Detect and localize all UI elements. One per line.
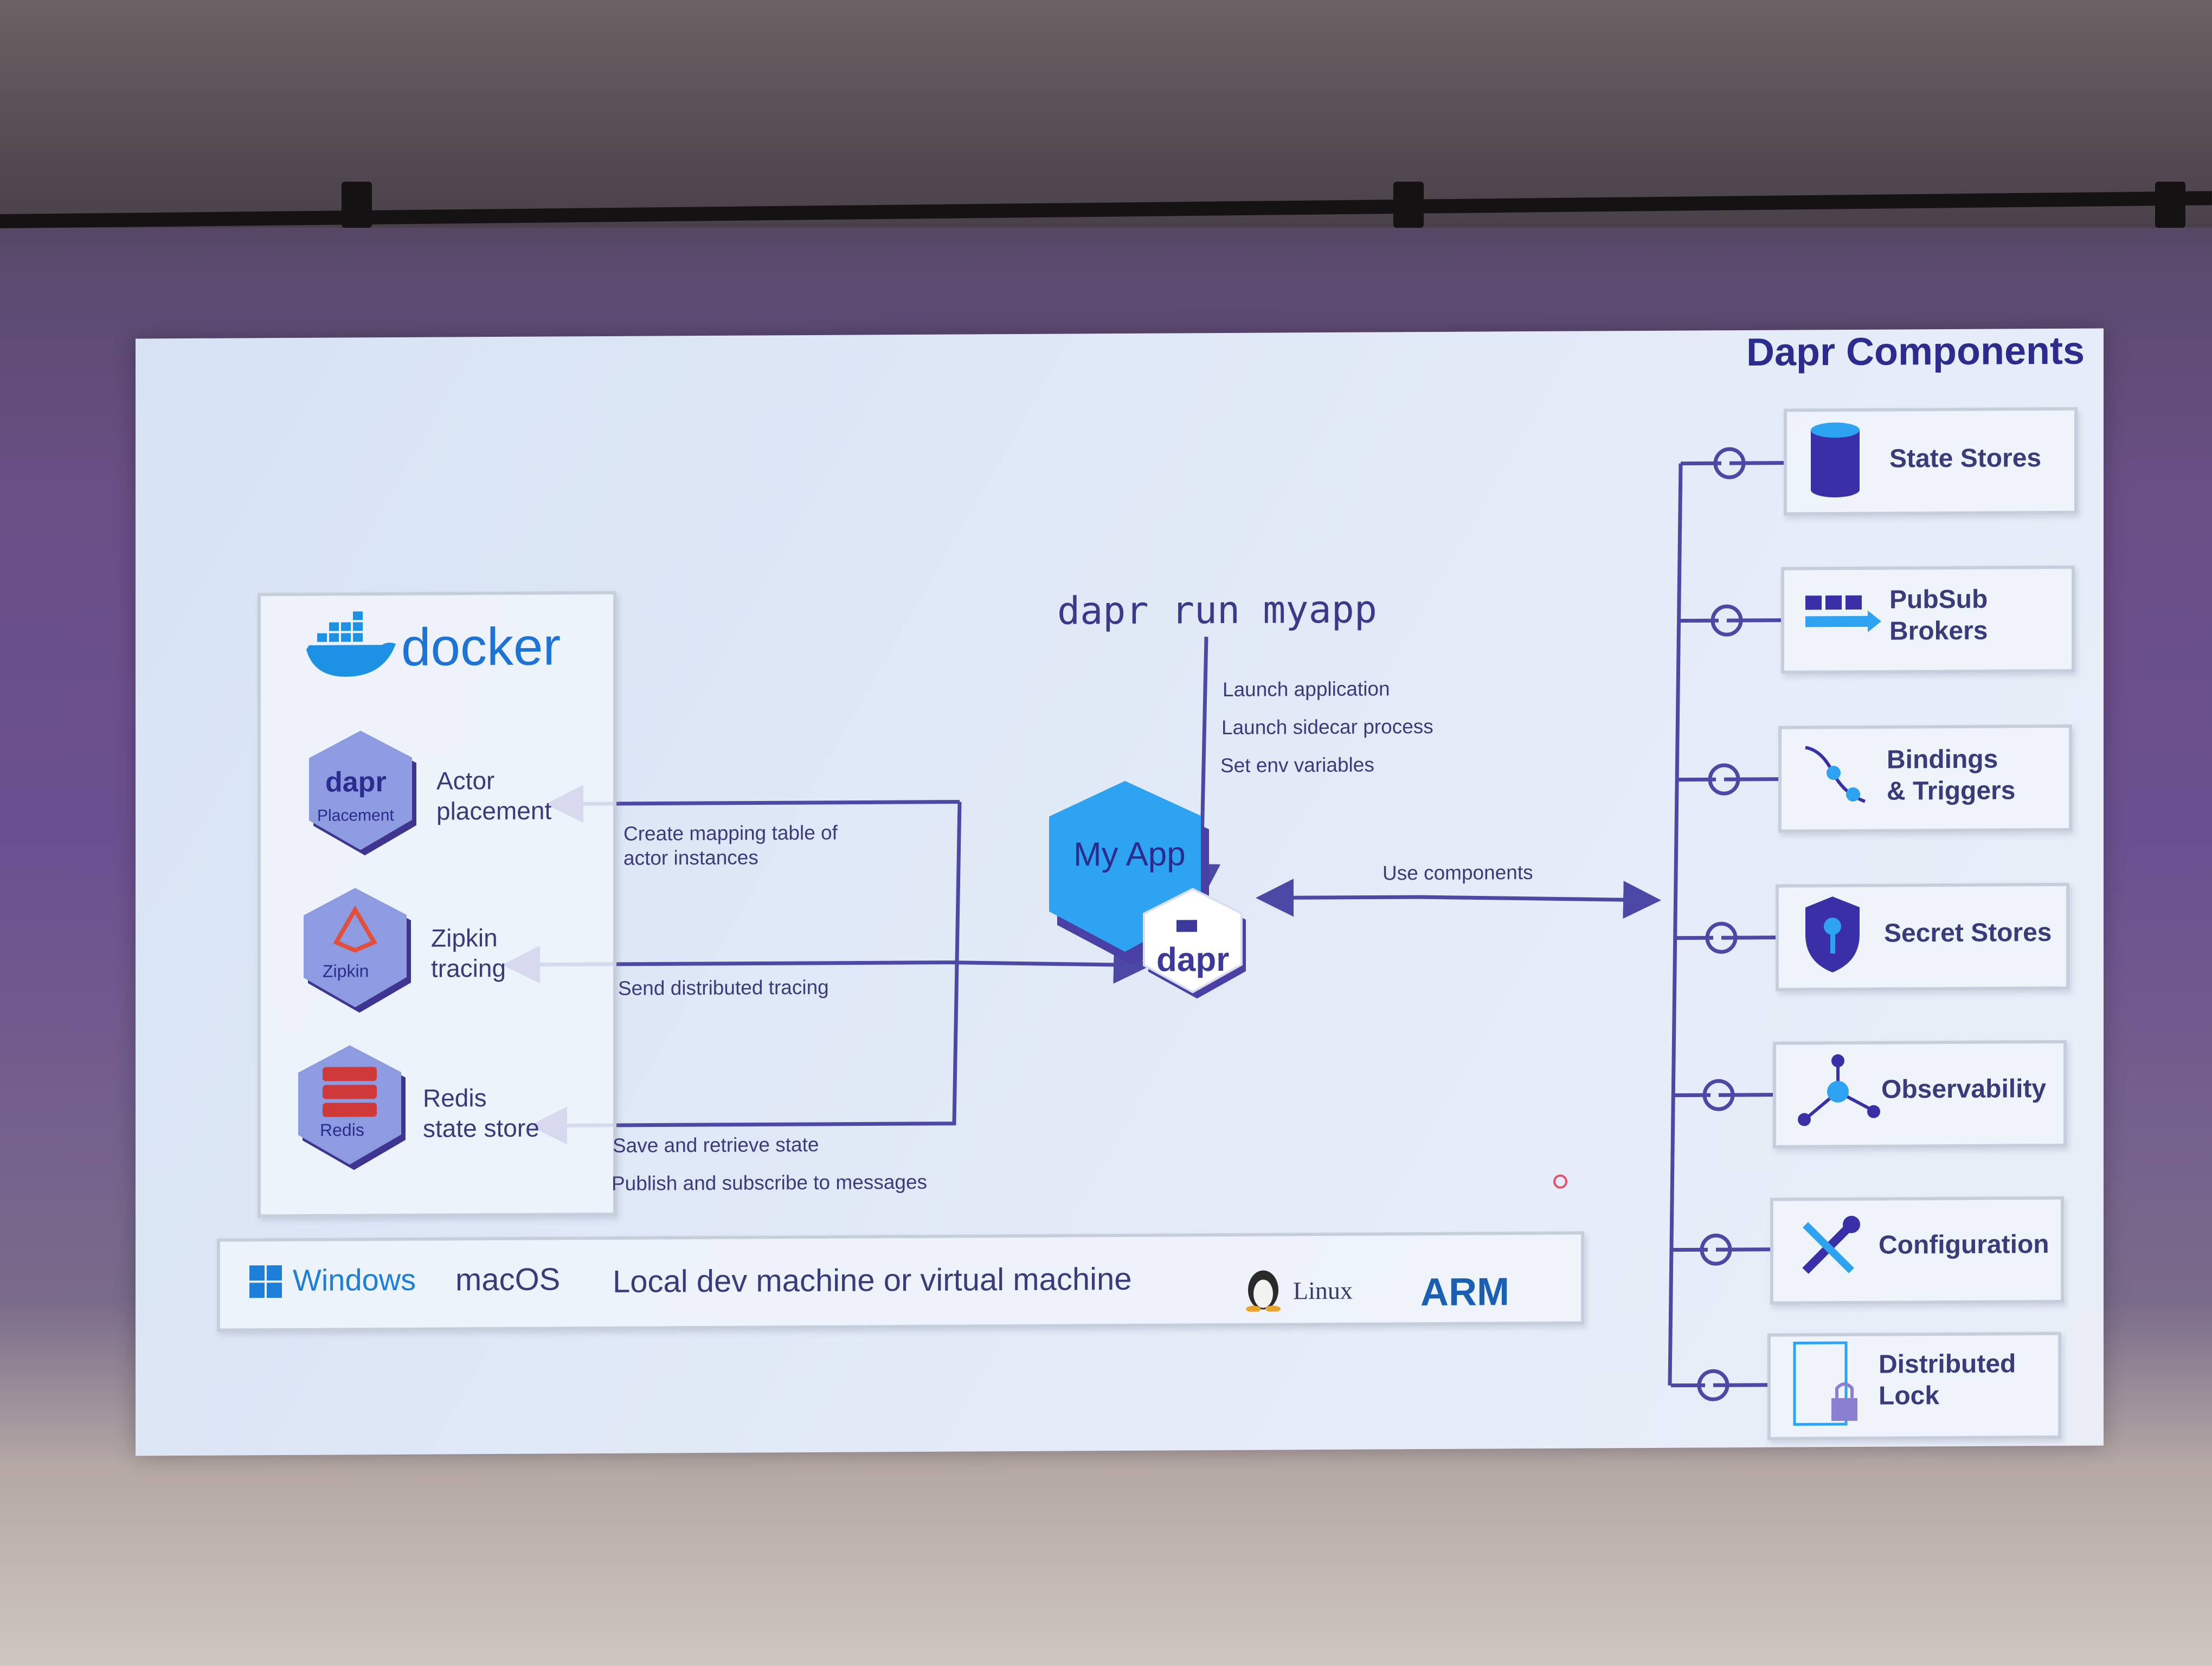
use-components-arrow-left: [1256, 879, 1420, 917]
my-app-node: [1049, 780, 1246, 999]
linux-label: Linux: [1293, 1276, 1353, 1305]
dapr-hat-icon: [1176, 920, 1197, 932]
windows-icon: [249, 1265, 282, 1298]
rail-bracket: [2155, 182, 2185, 228]
actor-placement-label-1: Actor: [436, 766, 495, 795]
launch-note-1: Launch application: [1223, 677, 1390, 701]
arm-label: ARM: [1420, 1270, 1509, 1315]
dapr-sidecar-label: dapr: [1156, 940, 1230, 979]
laser-pointer-dot: [1553, 1174, 1567, 1189]
macos-label: macOS: [455, 1261, 561, 1298]
bindings-icon: [1805, 746, 1866, 803]
docker-whale-icon: [306, 611, 396, 677]
linux-tux-icon: [1246, 1270, 1281, 1312]
use-components-arrow-right: [1420, 881, 1661, 919]
docker-logo-text: docker: [401, 616, 561, 677]
local-machine-label: Local dev machine or virtual machine: [613, 1261, 1132, 1299]
state-arrow: [529, 802, 962, 1145]
tracing-arrow-right: [948, 945, 1152, 984]
bindings-label-1: Bindings: [1887, 745, 1998, 774]
windows-label: Windows: [293, 1262, 416, 1297]
network-icon: [1798, 1054, 1880, 1126]
ceiling: [0, 0, 2212, 228]
bindings-label-2: & Triggers: [1887, 776, 2016, 806]
connectors: [502, 447, 1786, 1401]
rail-bracket: [1393, 182, 1424, 228]
placement-note-1: Create mapping table of: [623, 821, 838, 845]
my-app-label: My App: [1073, 835, 1186, 874]
key-shield-icon: [1805, 896, 1860, 973]
zipkin-badge-text: Zipkin: [323, 961, 369, 981]
placement-arrow: [545, 785, 960, 823]
lock-icon: [1793, 1341, 1857, 1426]
redis-label-1: Redis: [423, 1084, 487, 1112]
redis-hex-icon: [298, 1045, 406, 1170]
tracing-note: Send distributed tracing: [618, 976, 829, 999]
pubsub-label-1: PubSub: [1889, 585, 1988, 614]
zipkin-label-2: tracing: [431, 953, 506, 983]
zipkin-hex-icon: [304, 888, 411, 1013]
state-stores-label: State Stores: [1889, 444, 2042, 473]
distributed-lock-label-1: Distributed: [1879, 1349, 2016, 1379]
placement-badge-brand: dapr: [325, 766, 387, 798]
distributed-lock-label-2: Lock: [1879, 1381, 1940, 1411]
database-icon: [1811, 422, 1860, 498]
secret-stores-label: Secret Stores: [1884, 918, 2052, 948]
placement-note-2: actor instances: [623, 846, 758, 869]
pubsub-icon: [1805, 595, 1881, 632]
placement-badge-text: Placement: [317, 806, 394, 825]
actor-placement-label-2: placement: [436, 796, 552, 825]
redis-label-2: state store: [423, 1113, 539, 1143]
projected-slide: Dapr Components dapr run myapp: [136, 328, 2104, 1456]
component-bus: [1668, 463, 1683, 1386]
observability-label: Observability: [1881, 1074, 2047, 1104]
launch-note-2: Launch sidecar process: [1221, 715, 1433, 739]
rail-bracket: [342, 182, 372, 228]
state-note-2: Publish and subscribe to messages: [612, 1170, 928, 1195]
use-components-label: Use components: [1382, 861, 1533, 885]
placement-hex-icon: [309, 731, 416, 856]
configuration-label: Configuration: [1879, 1230, 2049, 1260]
pubsub-label-2: Brokers: [1889, 616, 1988, 646]
bus-sockets: [1671, 447, 1786, 1401]
tools-icon: [1802, 1215, 1860, 1274]
state-note-1: Save and retrieve state: [613, 1133, 819, 1157]
run-command: dapr run myapp: [1057, 587, 1378, 633]
redis-badge-text: Redis: [320, 1120, 364, 1140]
zipkin-label-1: Zipkin: [431, 924, 498, 952]
